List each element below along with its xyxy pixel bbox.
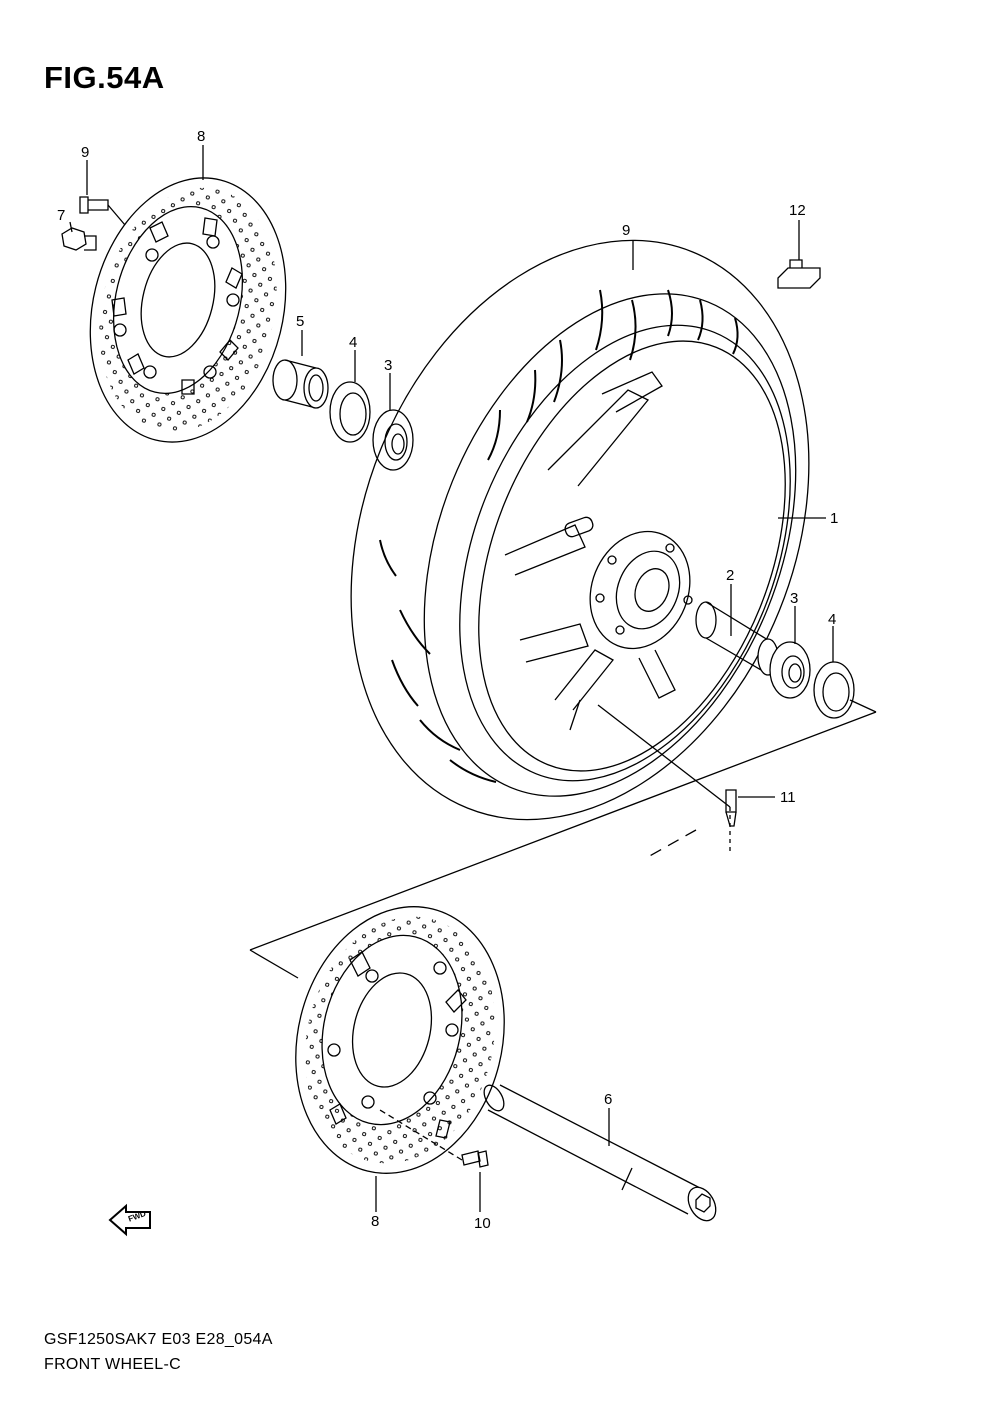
figure-name: FRONT WHEEL-C — [44, 1356, 181, 1373]
tire-valve — [725, 789, 737, 827]
bearing-upper — [372, 409, 414, 471]
hex-nut — [61, 227, 97, 251]
wheel-assembly — [350, 239, 810, 821]
brake-disc-lower — [295, 906, 505, 1174]
callout-2: 2 — [726, 567, 734, 584]
callout-1: 1 — [830, 510, 838, 527]
callout-3-upper: 3 — [384, 357, 392, 374]
spacer-upper — [272, 359, 329, 409]
disc-bolt-lower — [379, 1109, 489, 1168]
leader-lines — [69, 145, 834, 1212]
callout-5: 5 — [296, 313, 304, 330]
callout-8-lower: 8 — [371, 1213, 379, 1230]
callout-9-lower: 10 — [474, 1215, 491, 1232]
callout-3-right: 3 — [790, 590, 798, 607]
fwd-arrow-icon — [108, 1203, 151, 1237]
callout-9-upper: 9 — [81, 144, 89, 161]
disc-bolt-upper — [79, 196, 126, 226]
bearing-right — [769, 641, 811, 699]
callout-4-right: 4 — [828, 611, 836, 628]
callout-labels: 8 9 7 5 4 3 9 12 1 2 3 4 11 6 8 10 FWD — [57, 128, 838, 1232]
callout-12: 12 — [789, 202, 806, 219]
assembly-guide-lines — [249, 699, 877, 979]
oil-seal-upper — [329, 381, 371, 443]
oil-seal-right — [813, 661, 855, 719]
callout-11: 11 — [780, 789, 796, 806]
figure-title: FIG.54A — [44, 60, 165, 95]
callout-7: 7 — [57, 207, 65, 224]
axle-shaft — [483, 1084, 717, 1222]
callout-10: 9 — [622, 222, 630, 239]
brake-disc-upper — [89, 177, 287, 443]
figure-code: GSF1250SAK7 E03 E28_054A — [44, 1331, 273, 1348]
callout-4-upper: 4 — [349, 334, 357, 351]
balancer-weight — [777, 259, 821, 289]
callout-8-upper: 8 — [197, 128, 205, 145]
callout-6: 6 — [604, 1091, 612, 1108]
